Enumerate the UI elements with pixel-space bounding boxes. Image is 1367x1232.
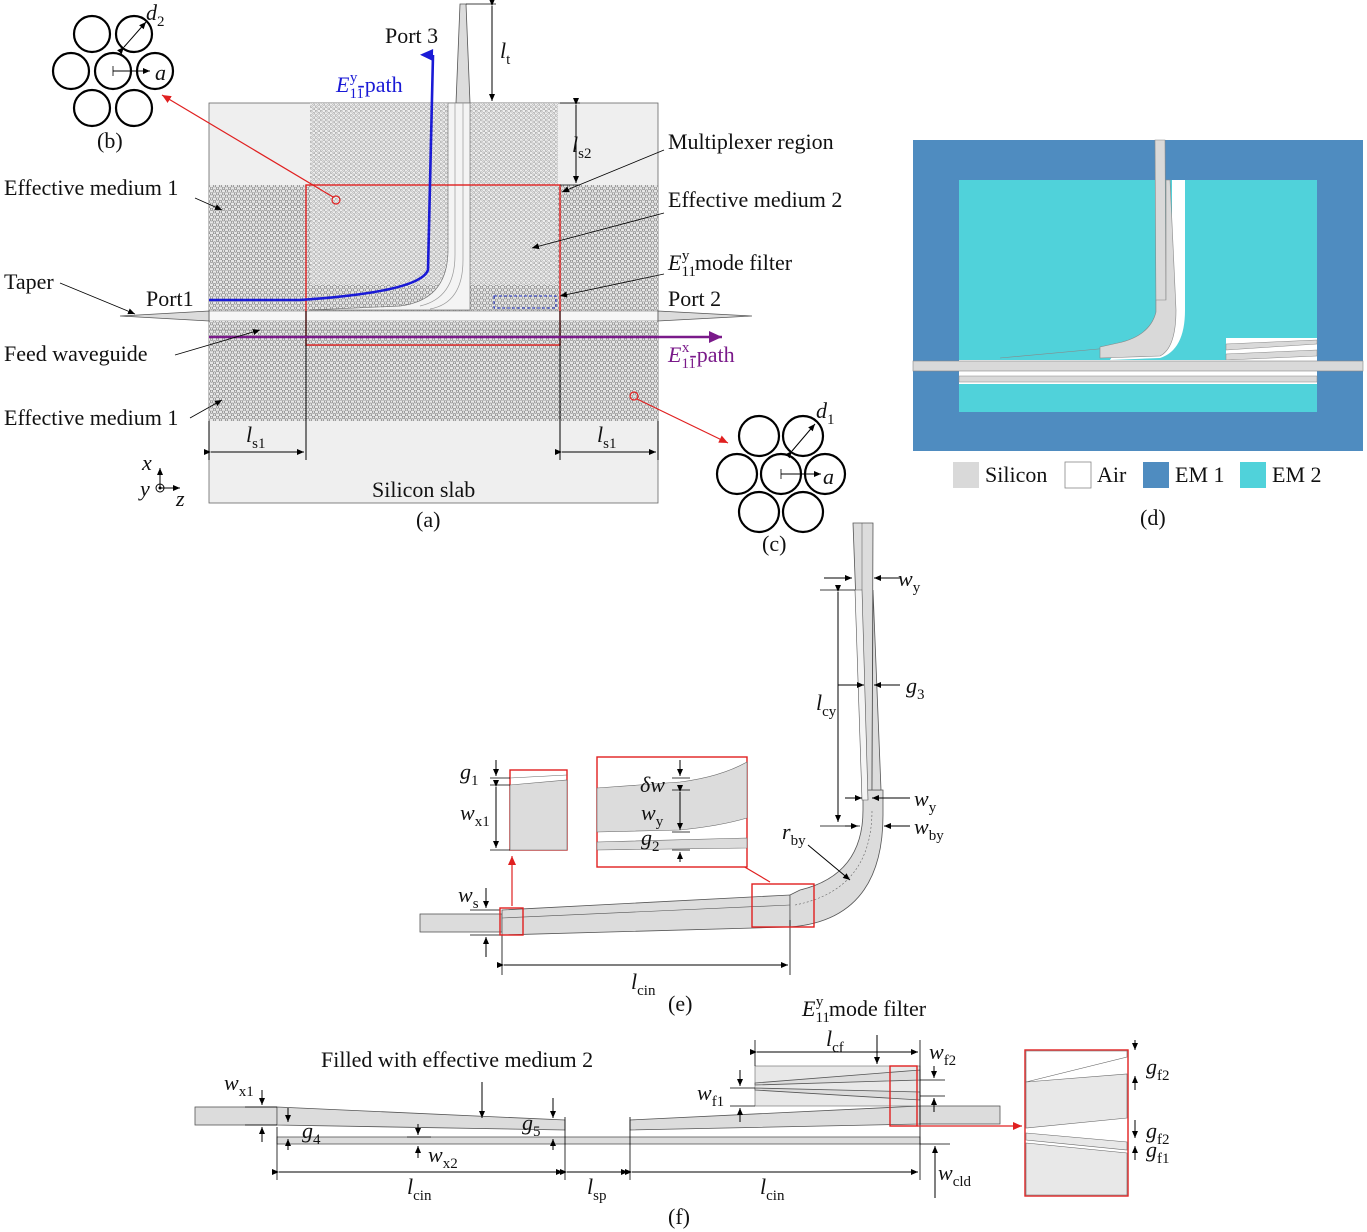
caption-d: (d)	[1140, 505, 1166, 530]
e-ws-label: ws	[458, 882, 479, 912]
legend-swatch-air	[1064, 461, 1092, 489]
legend-silicon: Silicon	[985, 462, 1047, 487]
legend-swatch-em2	[1240, 462, 1266, 488]
taper-label: Taper	[4, 269, 54, 294]
port3-waveguide-d	[1154, 139, 1167, 313]
feed-waveguide-d	[912, 360, 1364, 372]
legend-air: Air	[1097, 462, 1127, 487]
f-wx2-label: wx2	[428, 1142, 458, 1172]
f-wcld-label: wcld	[938, 1160, 972, 1190]
axis-y-label: y	[138, 476, 150, 501]
ls2-label: ls2	[572, 132, 591, 162]
effective-medium-2-region	[310, 185, 558, 285]
f-output-waveguide	[919, 1105, 1001, 1125]
panel-a: Port 3 Port1 Port 2 E11y-path E11x-path …	[4, 0, 842, 532]
e-wy-mid-label: wy	[914, 786, 937, 816]
e-input-waveguide	[419, 913, 503, 933]
c-a-label: a	[823, 464, 834, 489]
f-g4-label: g4	[302, 1118, 321, 1148]
ls1-left-label: ls1	[246, 422, 265, 452]
f-wf2-label: wf2	[929, 1039, 956, 1069]
e-zoom-box-right	[751, 883, 815, 928]
ex-path-label: E11x-path	[667, 340, 735, 372]
f-mode-filter-label: E11y mode filter	[801, 994, 927, 1026]
e-g3-label: g3	[906, 673, 925, 703]
multiplexer-region-label: Multiplexer region	[668, 129, 834, 154]
f-lcf-label: lcf	[826, 1026, 844, 1056]
f-zoom-box	[889, 1065, 918, 1127]
e-wy-top-label: wy	[898, 566, 921, 596]
f-lsp-label: lsp	[587, 1174, 606, 1204]
f-wf1-label: wf1	[697, 1080, 724, 1110]
panel-c: d1 a (c)	[715, 398, 847, 556]
f-lcin-left-label: lcin	[407, 1174, 432, 1204]
e-lcin-label: lcin	[631, 969, 656, 999]
lt-label: lt	[500, 38, 511, 68]
legend-em1: EM 1	[1175, 462, 1225, 487]
e-g1-label: g1	[460, 759, 479, 789]
e-wx1-label: wx1	[460, 800, 490, 830]
e-rby-label: rby	[782, 819, 806, 849]
feed-waveguide	[208, 310, 659, 322]
e-lcy-label: lcy	[816, 690, 837, 720]
e-wy-inset-label: wy	[641, 800, 664, 830]
f-gf1-label: gf1	[1146, 1137, 1170, 1167]
caption-a: (a)	[416, 507, 440, 532]
e-coupling-taper	[501, 894, 791, 936]
caption-e: (e)	[668, 991, 692, 1016]
b-a-label: a	[155, 60, 166, 85]
f-input-waveguide	[194, 1106, 278, 1126]
caption-f: (f)	[668, 1204, 690, 1229]
f-gf2-a-label: gf2	[1146, 1054, 1170, 1084]
panel-e: wy g3 lcy wy wby rby g1 wx1 δw wy g2 ws …	[419, 522, 944, 1016]
port3-label: Port 3	[385, 23, 438, 48]
legend-em2: EM 2	[1272, 462, 1322, 487]
effective-medium-1-bottom-label: Effective medium 1	[4, 405, 178, 430]
f-g5-label: g5	[522, 1110, 541, 1140]
mode-filter-label-a: E11y mode filter	[667, 248, 793, 280]
ey-path-label: E11y-path	[335, 70, 403, 102]
effective-medium-2-top-block	[310, 103, 558, 185]
silicon-slab-label: Silicon slab	[372, 477, 475, 502]
effective-medium-1-top-label: Effective medium 1	[4, 175, 178, 200]
f-filled-with-label: Filled with effective medium 2	[321, 1047, 593, 1072]
panel-f: E11y mode filter Filled with effective m…	[194, 994, 1170, 1229]
panel-d: Silicon Air EM 1 EM 2 (d)	[912, 139, 1364, 530]
e-bend-waveguide	[789, 789, 884, 928]
axis-x-label: x	[141, 450, 152, 475]
bend-waveguide	[309, 102, 471, 311]
taper-left	[119, 310, 210, 322]
c-d1-label: d1	[816, 398, 835, 428]
panel-b: d2 a (b)	[51, 0, 175, 153]
legend-swatch-silicon	[953, 462, 979, 488]
e-wby-label: wby	[914, 814, 944, 844]
caption-c: (c)	[762, 531, 786, 556]
legend-swatch-em1	[1143, 462, 1169, 488]
f-right-taper	[629, 1105, 921, 1131]
f-cladding-strip	[276, 1136, 921, 1145]
ey-path-arrow	[209, 49, 435, 302]
taper-right	[657, 310, 753, 322]
f-lcin-right-label: lcin	[760, 1174, 785, 1204]
f-wx1-label: wx1	[224, 1070, 254, 1100]
feed-waveguide-label: Feed waveguide	[4, 341, 148, 366]
port3-taper	[455, 3, 471, 104]
caption-b: (b)	[97, 128, 123, 153]
e-zoom-box-left	[499, 907, 524, 936]
e-dw-label: δw	[640, 772, 665, 797]
port2-label: Port 2	[668, 286, 721, 311]
e-g2-label: g2	[641, 825, 660, 855]
f-gf2-b-label: gf2	[1146, 1118, 1170, 1148]
b-d2-label: d2	[146, 0, 165, 30]
ls1-right-label: ls1	[597, 422, 616, 452]
mode-filter-box	[493, 295, 557, 309]
port1-label: Port1	[146, 286, 194, 311]
multiplexer-region-box	[305, 184, 561, 346]
axis-z-label: z	[175, 486, 185, 511]
effective-medium-2-label: Effective medium 2	[668, 187, 842, 212]
